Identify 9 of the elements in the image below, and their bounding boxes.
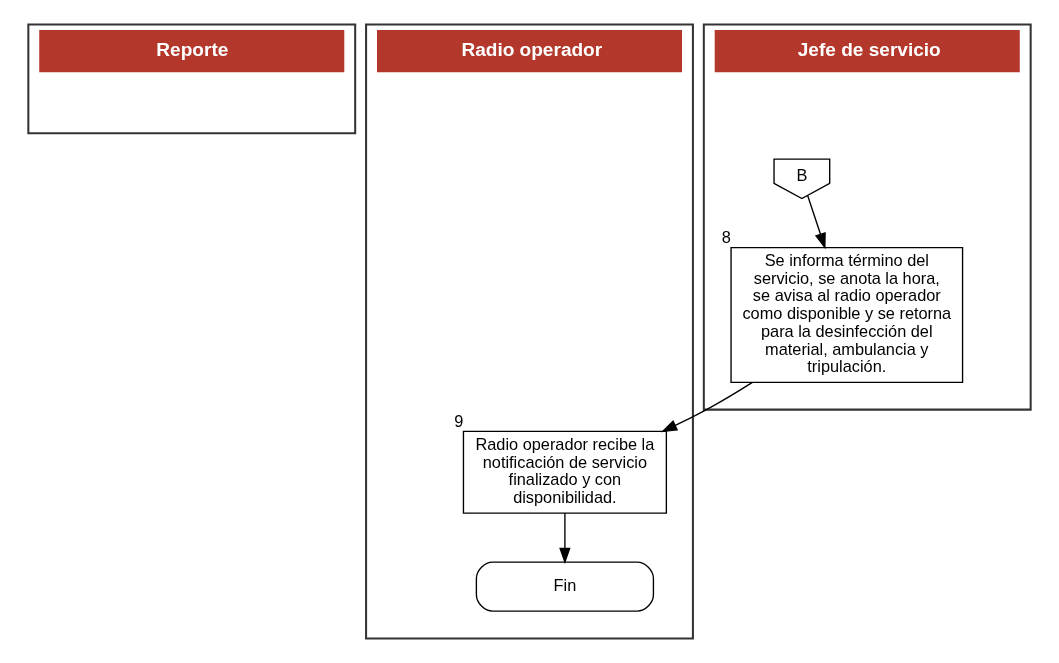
node-label: 8 (721, 227, 731, 246)
node-box: Fin (475, 561, 655, 612)
node-box: Radio operador recibe la notificación de servicio finalizado y con disponibilidad. (462, 430, 668, 514)
node-label: 9 (454, 411, 464, 430)
arrow (559, 512, 571, 565)
arrow (660, 381, 754, 433)
node-box: Se informa término del servicio, se anota la hora, se avisa al radio operador como disponible y se retorna para la desinfección del material, ambulancia y tripulación. (730, 246, 964, 384)
node-box: Reporte (27, 23, 357, 135)
arrow (807, 195, 826, 250)
